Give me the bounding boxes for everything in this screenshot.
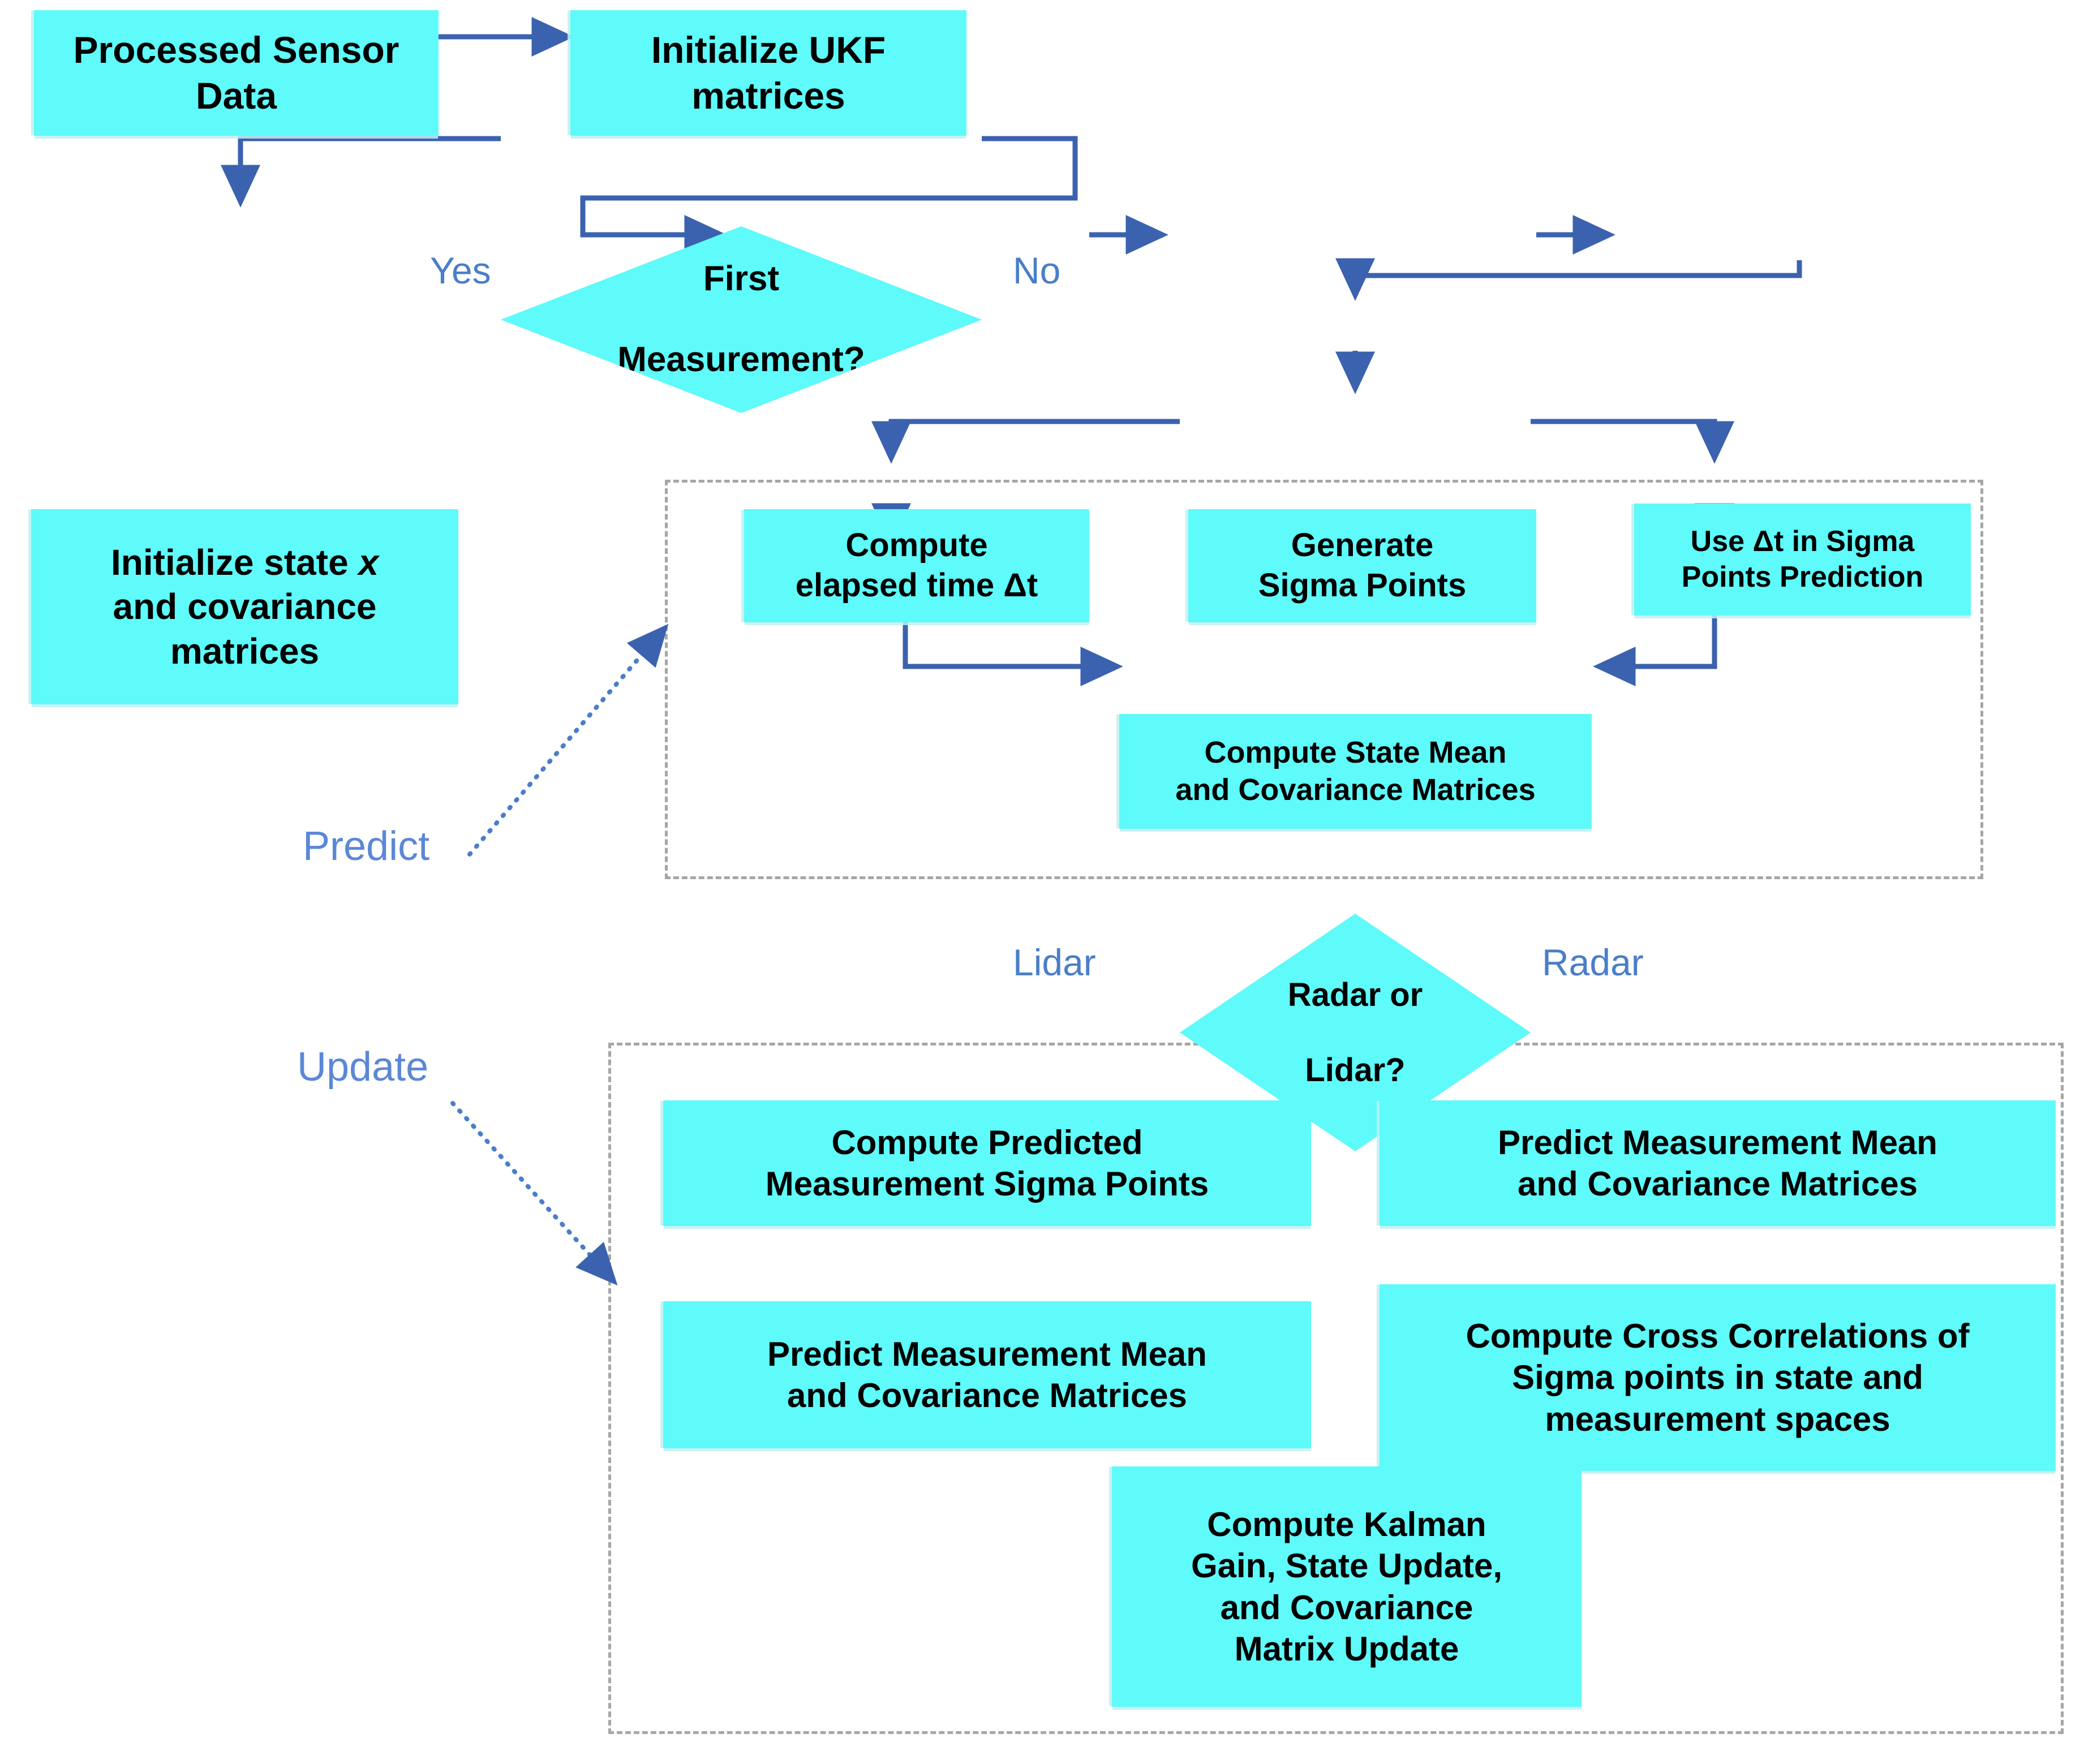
edge-label-text: No — [1013, 249, 1061, 291]
edge-label-text: Radar — [1542, 941, 1644, 983]
leader-update-label — [450, 1101, 618, 1286]
edge-lidar-branch — [871, 419, 1180, 464]
edge-no-to-compute-dt — [580, 136, 1078, 255]
edge-label-text: Yes — [430, 249, 491, 291]
group-label-predict: Predict — [303, 823, 429, 870]
leader-predict-label — [467, 623, 669, 857]
group-label-text: Update — [297, 1044, 429, 1090]
edge-usedt-to-statemean — [1335, 258, 1802, 301]
edge-label-text: Lidar — [1013, 941, 1096, 983]
edge-label-yes: Yes — [430, 249, 491, 292]
edge-radar-branch — [1531, 419, 1735, 464]
group-label-update: Update — [297, 1044, 428, 1090]
edge-yes-to-initstate — [220, 136, 501, 208]
edge-label-radar: Radar — [1542, 941, 1644, 984]
edge-label-lidar: Lidar — [1013, 941, 1096, 984]
edge-label-no: No — [1013, 249, 1060, 292]
group-label-text: Predict — [303, 824, 430, 869]
